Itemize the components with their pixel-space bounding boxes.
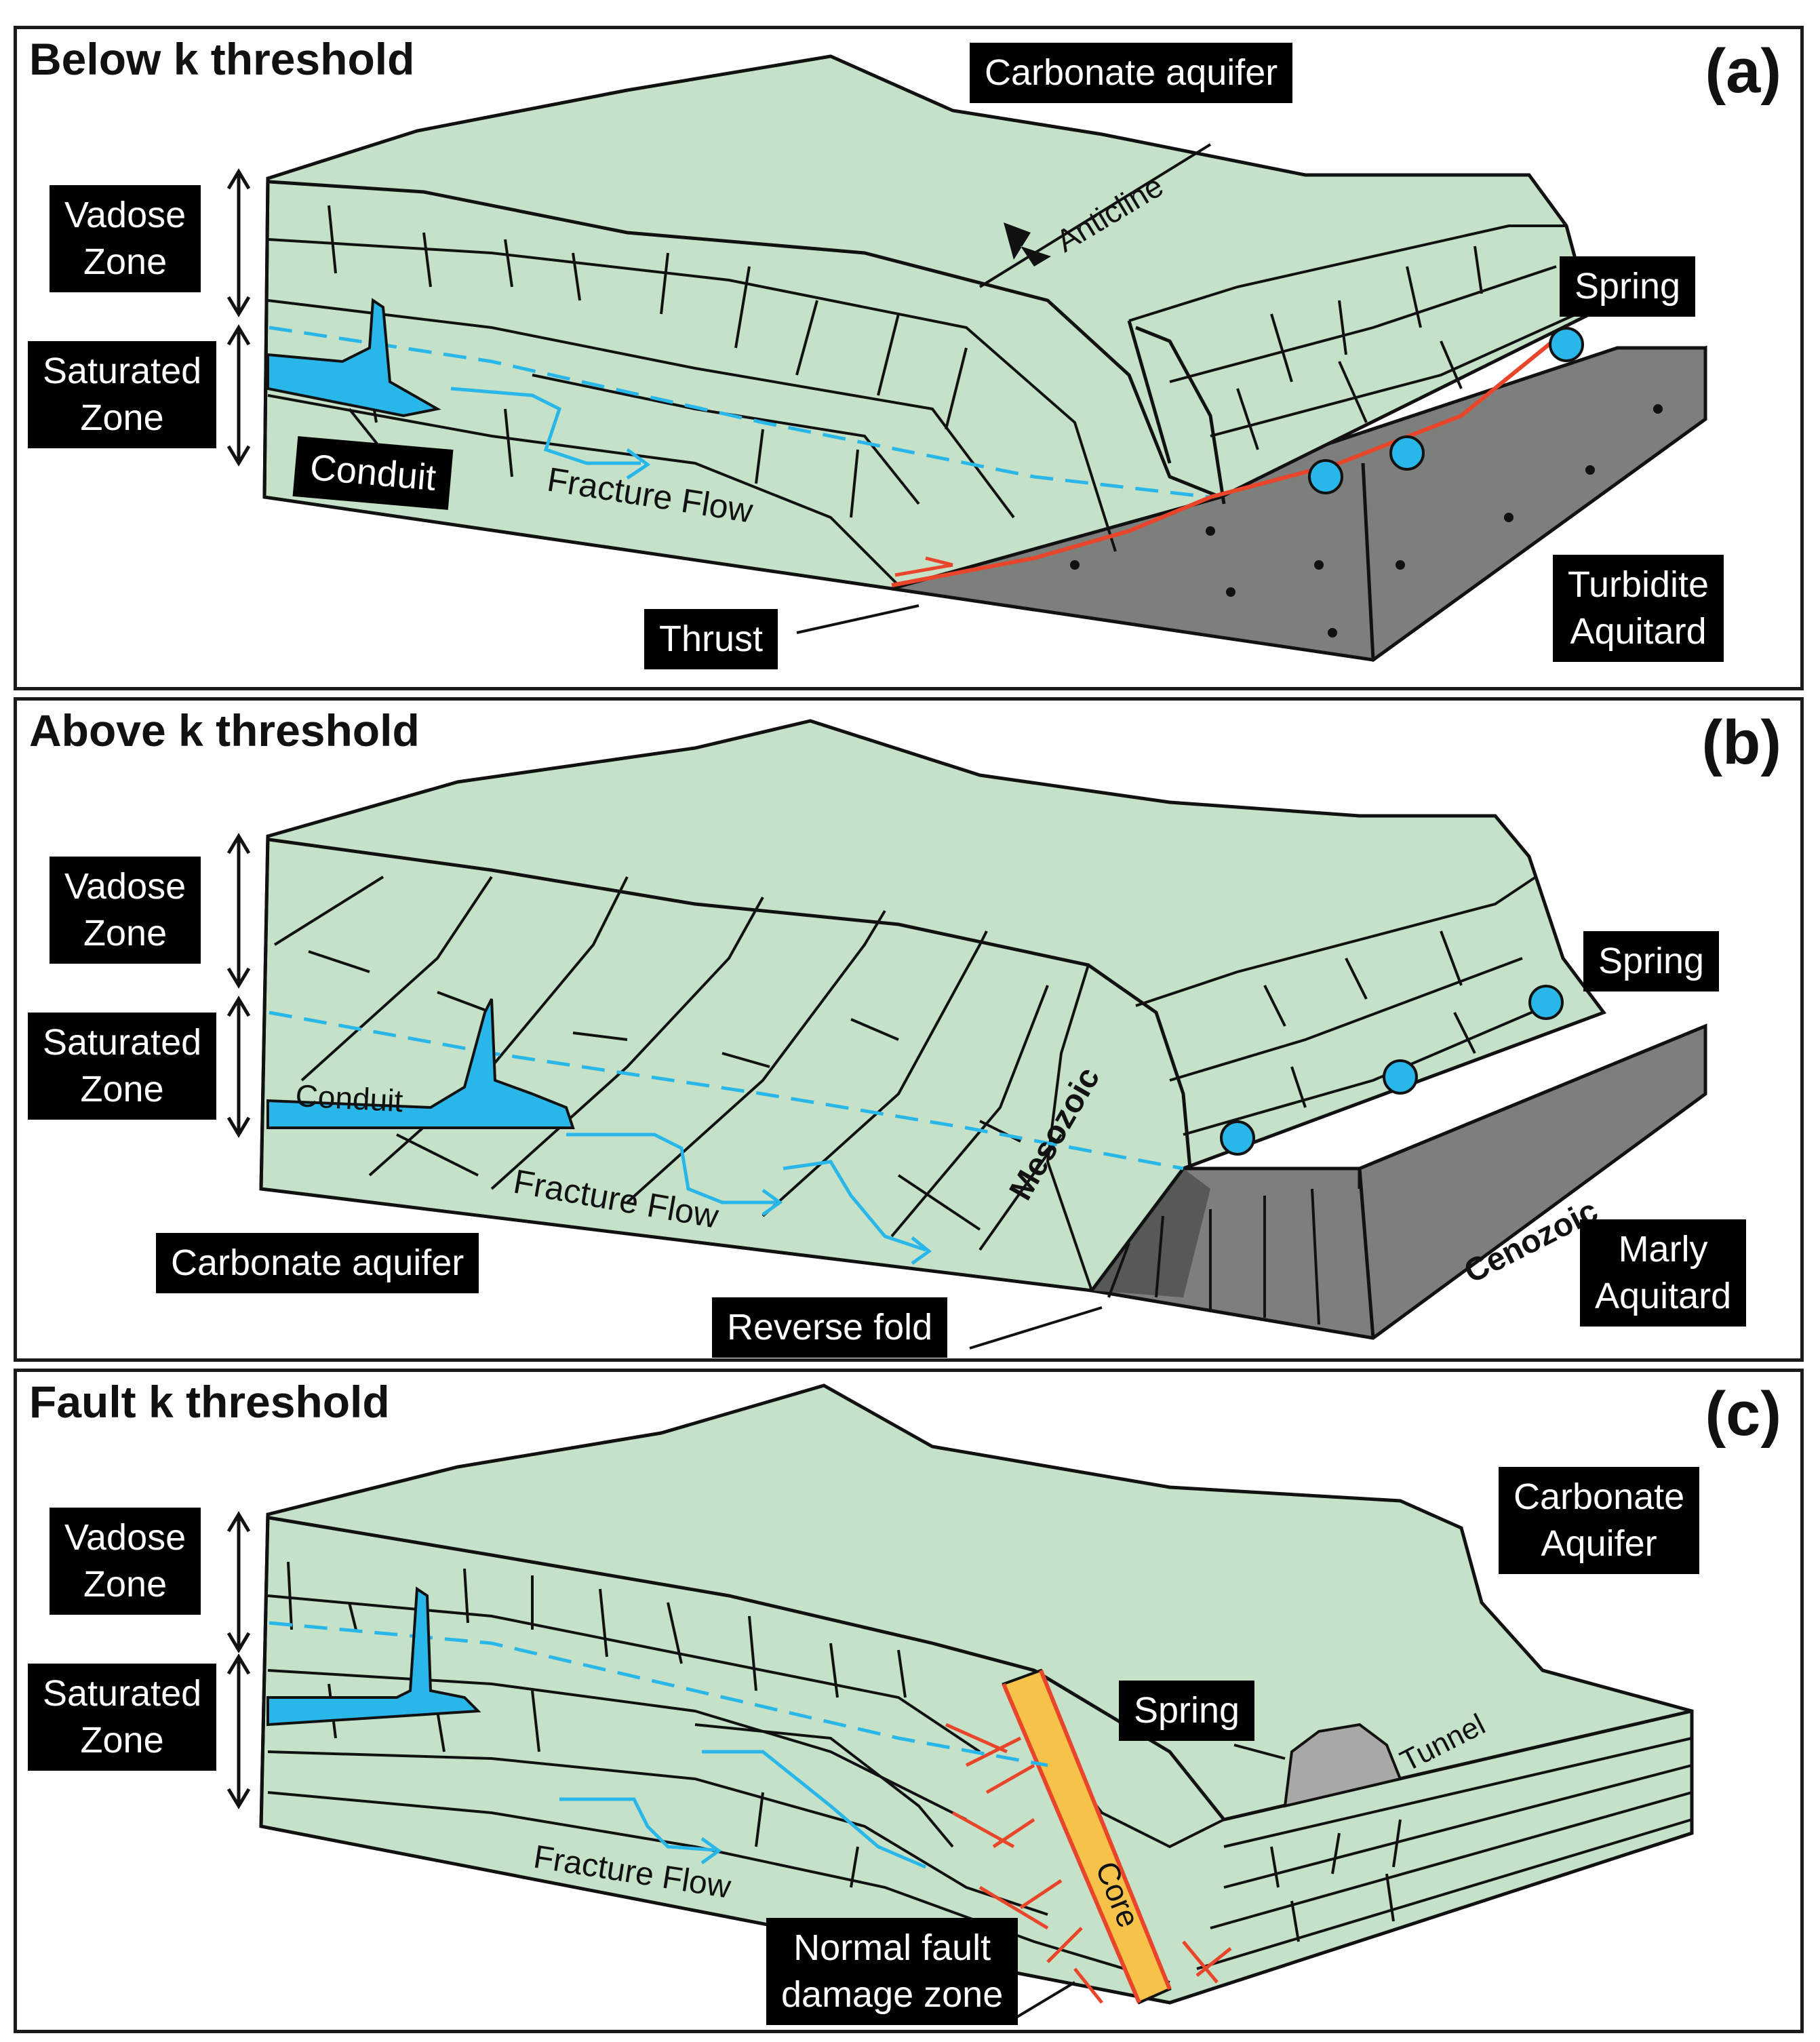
panel-a: Anticline Fracture Flow Below k threshol… (14, 26, 1804, 690)
double-arrow-icon (226, 324, 251, 467)
conduit-shape (266, 298, 441, 418)
label-vadose-zone: Vadose Zone (50, 1508, 201, 1615)
label-spring: Spring (1560, 256, 1696, 317)
flow-arrow-icon (761, 1188, 783, 1217)
panel-b: Fracture Flow Conduit Mesozoic Cenozoic … (14, 697, 1804, 1362)
panel-letter: (a) (1705, 37, 1781, 106)
label-carbonate-aquifer: Carbonate aquifer (156, 1233, 479, 1294)
flow-arrow-icon (626, 448, 651, 480)
label-carbonate-aquifer: Carbonate Aquifer (1499, 1467, 1700, 1575)
label-spring: Spring (1119, 1681, 1255, 1742)
block-diagram-a: Anticline Fracture Flow (226, 54, 1707, 663)
label-carbonate-aquifer: Carbonate aquifer (970, 43, 1293, 104)
label-vadose-zone: Vadose Zone (50, 185, 201, 293)
label-marly-aquitard: Marly Aquitard (1580, 1219, 1747, 1327)
label-saturated-zone: Saturated Zone (28, 341, 217, 449)
spring-dot-icon (1389, 435, 1425, 471)
anticline-symbol-icon (1004, 222, 1051, 267)
double-arrow-icon (226, 168, 251, 317)
panel-letter: (c) (1705, 1379, 1781, 1449)
double-arrow-icon (226, 1653, 251, 1809)
panel-title: Above k threshold (29, 705, 420, 755)
block-diagram-b: Fracture Flow Conduit Mesozoic Cenozoic (226, 719, 1707, 1350)
label-turbidite-aquitard: Turbidite Aquitard (1553, 555, 1724, 663)
flow-arrow-icon (911, 1236, 932, 1265)
label-spring: Spring (1583, 931, 1720, 992)
label-reverse-fold: Reverse fold (712, 1297, 948, 1358)
panel-title: Below k threshold (29, 34, 415, 84)
conduit-shape (266, 1586, 481, 1727)
panel-title: Fault k threshold (29, 1377, 390, 1427)
conduit-shape (266, 998, 575, 1129)
spring-dot-icon (1528, 985, 1564, 1020)
spring-dot-icon (1308, 459, 1343, 494)
double-arrow-icon (226, 996, 251, 1138)
panel-letter: (b) (1701, 708, 1781, 777)
label-vadose-zone: Vadose Zone (50, 857, 201, 964)
block-diagram-c: Fracture Flow Tunnel Core (226, 1383, 1694, 2024)
panel-c: Fracture Flow Tunnel Core Fault k thresh… (14, 1369, 1804, 2033)
double-arrow-icon (226, 1511, 251, 1653)
conduit-label: Conduit (294, 1078, 403, 1118)
label-thrust: Thrust (644, 609, 778, 670)
label-saturated-zone: Saturated Zone (28, 1664, 217, 1771)
spring-dot-icon (1549, 327, 1584, 362)
tunnel-shape (1283, 1723, 1402, 1808)
label-saturated-zone: Saturated Zone (28, 1013, 217, 1120)
double-arrow-icon (226, 833, 251, 989)
flow-arrow-icon (700, 1837, 722, 1865)
label-damage-zone: Normal fault damage zone (766, 1918, 1018, 2026)
spring-dot-icon (1383, 1059, 1418, 1095)
spring-dot-icon (1220, 1120, 1255, 1156)
